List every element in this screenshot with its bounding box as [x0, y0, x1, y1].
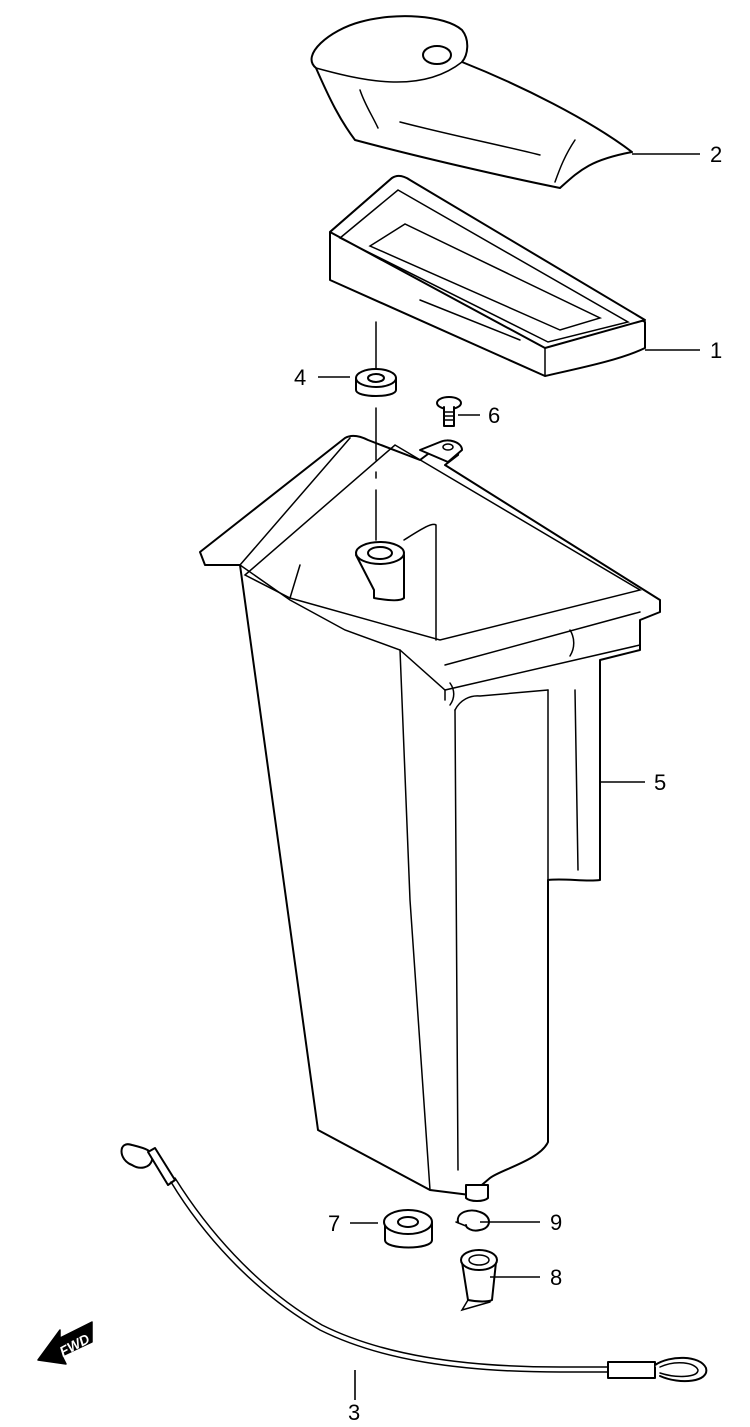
fwd-arrow-icon: FWD: [37, 1321, 93, 1365]
part-6-screw[interactable]: [436, 396, 462, 427]
part-7-grommet[interactable]: [383, 1209, 433, 1249]
part-5-housing[interactable]: [199, 434, 661, 1202]
part-1-tray[interactable]: [329, 174, 646, 377]
callout-8: 8: [550, 1265, 562, 1290]
part-4-grommet[interactable]: [355, 368, 397, 397]
callout-2: 2: [710, 142, 722, 167]
part-8-plug[interactable]: [460, 1249, 498, 1312]
callout-1: 1: [710, 338, 722, 363]
leader-lines: [318, 153, 700, 1400]
callout-7: 7: [328, 1211, 340, 1236]
part-9-clip[interactable]: [455, 1209, 490, 1232]
part-2-cushion[interactable]: [310, 15, 633, 189]
part-3-lanyard[interactable]: [120, 1143, 708, 1383]
callout-5: 5: [654, 770, 666, 795]
callout-4: 4: [294, 365, 306, 390]
callout-3: 3: [348, 1400, 360, 1425]
callout-9: 9: [550, 1210, 562, 1235]
callout-6: 6: [488, 403, 500, 428]
